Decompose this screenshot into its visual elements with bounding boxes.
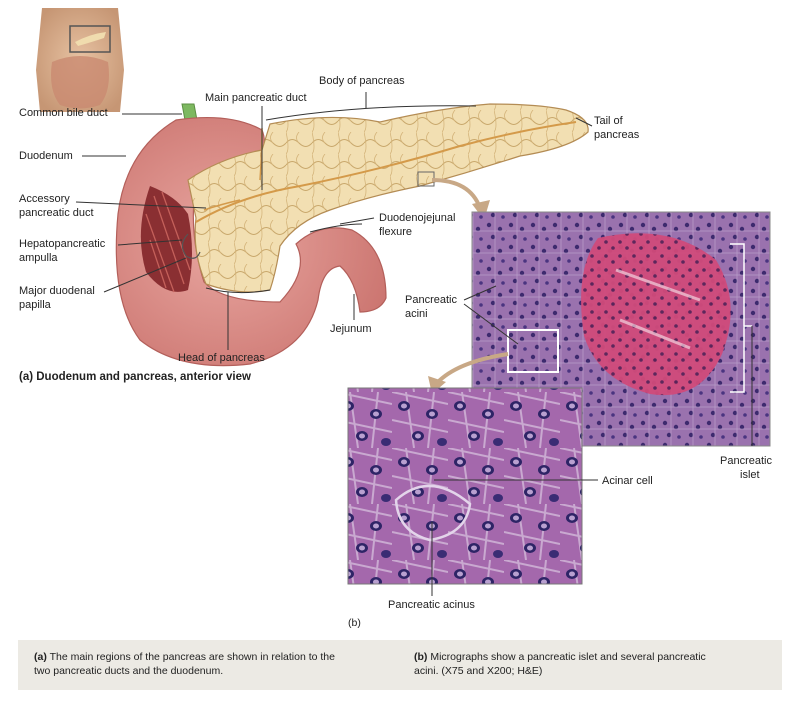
caption-a-marker: (a) xyxy=(34,651,47,663)
label-body-of-pancreas: Body of pancreas xyxy=(319,75,405,87)
caption-a: (a) The main regions of the pancreas are… xyxy=(34,650,394,678)
micrograph-high-mag xyxy=(347,387,583,585)
label-hepatopancreatic-line2: ampulla xyxy=(19,252,58,264)
label-pancreatic-acini-line2: acini xyxy=(405,308,428,320)
leader-lines xyxy=(75,92,593,350)
label-tail-of-pancreas-line2: pancreas xyxy=(594,129,640,141)
label-jejunum: Jejunum xyxy=(330,323,372,335)
torso-thumbnail xyxy=(36,8,124,112)
caption-a-text-line1: The main regions of the pancreas are sho… xyxy=(46,651,335,663)
caption-b: (b) Micrographs show a pancreatic islet … xyxy=(414,650,774,678)
label-major-papilla-line1: Major duodenal xyxy=(19,285,95,297)
label-duodenojejunal-line2: flexure xyxy=(379,226,413,238)
caption-a-text-line2: two pancreatic ducts and the duodenum. xyxy=(34,665,224,677)
label-duodenojejunal-line1: Duodenojejunal xyxy=(379,212,456,224)
part-a-title: (a) Duodenum and pancreas, anterior view xyxy=(19,371,251,383)
label-main-pancreatic-duct: Main pancreatic duct xyxy=(205,92,307,104)
label-duodenum: Duodenum xyxy=(19,150,73,162)
label-tail-of-pancreas-line1: Tail of xyxy=(594,115,623,127)
label-accessory-duct-line1: Accessory xyxy=(19,193,70,205)
label-pancreatic-islet-line1: Pancreatic xyxy=(720,455,772,467)
zoom-arrow-1 xyxy=(431,178,482,209)
ampulla-loop xyxy=(181,233,201,259)
label-pancreatic-acinus: Pancreatic acinus xyxy=(388,599,475,611)
label-pancreatic-acini-line1: Pancreatic xyxy=(405,294,457,306)
label-acinar-cell: Acinar cell xyxy=(602,475,653,487)
label-head-of-pancreas: Head of pancreas xyxy=(178,352,265,364)
caption-b-text-line1: Micrographs show a pancreatic islet and … xyxy=(427,651,706,663)
label-accessory-duct-line2: pancreatic duct xyxy=(19,207,94,219)
caption-box: (a) The main regions of the pancreas are… xyxy=(18,640,782,690)
label-hepatopancreatic-line1: Hepatopancreatic xyxy=(19,238,106,250)
caption-b-marker: (b) xyxy=(414,651,428,663)
label-common-bile-duct: Common bile duct xyxy=(19,107,108,119)
label-pancreatic-islet-line2: islet xyxy=(740,469,760,481)
caption-b-text-line2: acini. (X75 and X200; H&E) xyxy=(414,665,543,677)
label-major-papilla-line2: papilla xyxy=(19,299,51,311)
high-mag-leaders xyxy=(431,479,598,596)
part-b-marker: (b) xyxy=(348,617,361,629)
acini-leaders xyxy=(463,285,519,345)
